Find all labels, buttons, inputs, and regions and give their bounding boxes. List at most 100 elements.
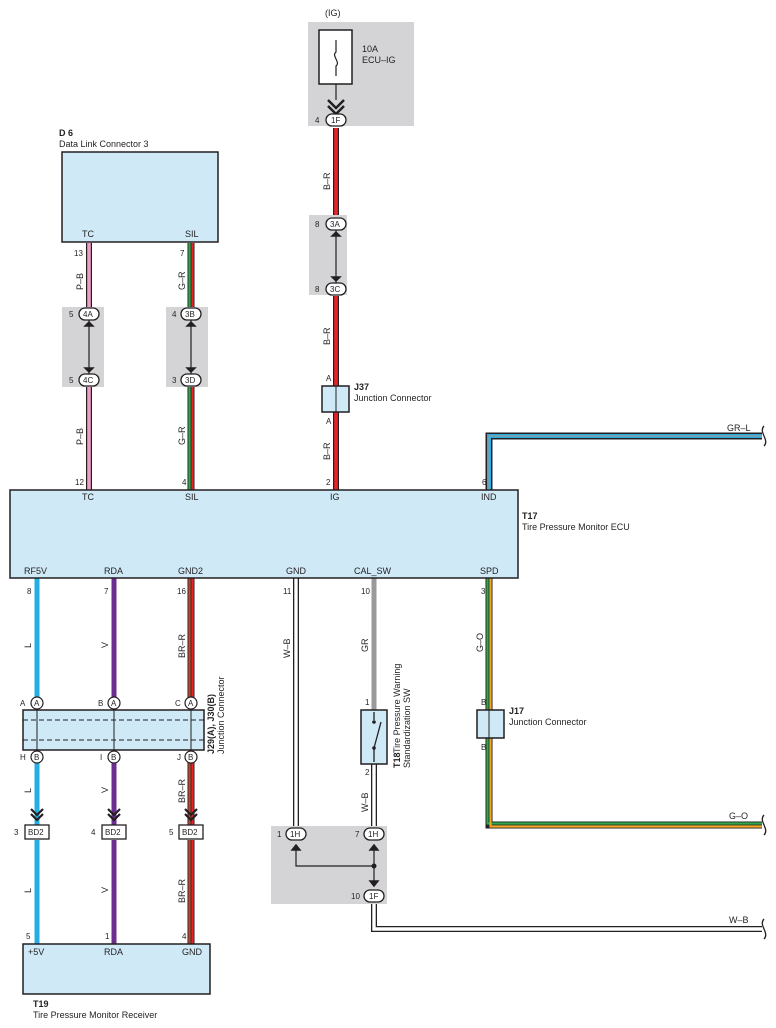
wire-label-v-3: V xyxy=(100,887,110,893)
t19-pin-num-1: 1 xyxy=(105,932,110,941)
j29-pin-circle-a1 xyxy=(30,696,44,710)
connector-bd2-b: BD2 4 xyxy=(91,808,127,840)
t17-pin-rf5v: RF5V xyxy=(24,566,47,576)
t17-pin-num-8: 8 xyxy=(27,587,32,596)
j37-name: Junction Connector xyxy=(354,393,432,403)
svg-text:1F: 1F xyxy=(331,116,340,125)
svg-text:3B: 3B xyxy=(185,310,195,319)
j17-component xyxy=(476,709,505,739)
t17-pin-gnd2: GND2 xyxy=(178,566,203,576)
wire-spd-g-o xyxy=(485,578,762,829)
wire-label-l-1: L xyxy=(23,643,33,648)
wire-label-br-r-2: BR–R xyxy=(177,778,187,803)
svg-text:5: 5 xyxy=(169,828,174,837)
fuse-icon xyxy=(333,40,339,76)
t18-pin-2: 2 xyxy=(365,768,370,777)
wire-label-l-2: L xyxy=(23,788,33,793)
wire-label-b-r-1: B–R xyxy=(322,172,332,190)
j17-name: Junction Connector xyxy=(509,717,587,727)
wire-label-b-r-2: B–R xyxy=(322,327,332,345)
j17-pin-top: B xyxy=(481,698,486,707)
svg-text:1: 1 xyxy=(277,830,282,839)
t17-pin-cal-sw: CAL_SW xyxy=(354,566,392,576)
j29-pin-a: A xyxy=(20,699,26,708)
j30-pin-circle-b2 xyxy=(107,750,121,764)
t17-pin-sil: SIL xyxy=(185,492,199,502)
j29-pin-circle-a3-label: A xyxy=(188,699,194,708)
t17-component xyxy=(9,489,519,579)
fuse-amp: 10A xyxy=(362,44,378,54)
t18-name-line2: Standardization SW xyxy=(402,688,412,768)
t17-pin-ig: IG xyxy=(330,492,340,502)
j30-pin-circle-b3-label: B xyxy=(188,753,193,762)
j17-pin-bottom: B xyxy=(481,743,486,752)
j37-pin-bottom: A xyxy=(326,417,332,426)
t17-pin-num-11: 11 xyxy=(283,587,292,596)
t17-pin-rda: RDA xyxy=(104,566,123,576)
j37-pin-top: A xyxy=(326,374,332,383)
svg-text:4: 4 xyxy=(91,828,96,837)
svg-text:3: 3 xyxy=(172,376,177,385)
wire-label-w-b-3: W–B xyxy=(729,915,749,925)
j30-pin-circle-b2-label: B xyxy=(111,753,116,762)
t17-pin-spd: SPD xyxy=(480,566,499,576)
svg-text:4: 4 xyxy=(315,116,320,125)
t17-pin-num-12: 12 xyxy=(75,478,84,487)
connector-4c: 4C 5 xyxy=(69,367,100,387)
t17-pin-ind: IND xyxy=(481,492,497,502)
t17-pin-num-3: 3 xyxy=(481,587,486,596)
d6-pin-tc: TC xyxy=(82,229,94,239)
t17-name: Tire Pressure Monitor ECU xyxy=(522,522,630,532)
break-symbol-gr-l xyxy=(761,425,767,447)
wire-label-l-3: L xyxy=(23,888,33,893)
break-symbol-g-o xyxy=(761,814,767,836)
d6-pin-sil: SIL xyxy=(185,229,199,239)
power-source-label: (IG) xyxy=(325,8,341,18)
svg-text:5: 5 xyxy=(69,376,74,385)
svg-text:4C: 4C xyxy=(83,376,93,385)
wire-gnd2-br-r xyxy=(187,578,195,944)
d6-pin-num-7: 7 xyxy=(180,249,185,258)
t19-pin-5v: +5V xyxy=(28,947,44,957)
t19-pin-num-4: 4 xyxy=(182,932,187,941)
connector-1f-top: 1F 4 xyxy=(315,99,347,127)
wire-ground-w-b xyxy=(371,904,762,932)
svg-text:5: 5 xyxy=(69,310,74,319)
t17-pin-num-4: 4 xyxy=(182,478,187,487)
svg-text:8: 8 xyxy=(315,285,320,294)
wire-label-p-b-2: P–B xyxy=(75,428,85,445)
svg-text:4: 4 xyxy=(172,310,177,319)
j30-pin-circle-b3 xyxy=(184,750,198,764)
t19-pin-num-5: 5 xyxy=(26,932,31,941)
connector-3d: 3D 3 xyxy=(172,367,202,387)
d6-name: Data Link Connector 3 xyxy=(59,139,149,149)
j29-j30-name: Junction Connector xyxy=(216,676,226,754)
t19-pin-rda: RDA xyxy=(104,947,123,957)
wire-label-g-r-1: G–R xyxy=(177,271,187,290)
t17-pin-num-2: 2 xyxy=(326,478,331,487)
t18-name-line1: Tire Pressure Warning xyxy=(392,664,402,753)
wire-label-gr: GR xyxy=(360,638,370,652)
t17-pin-num-16: 16 xyxy=(177,587,186,596)
connector-1f-bottom: 1F 10 xyxy=(351,880,385,903)
wire-label-g-o-1: G–O xyxy=(475,633,485,652)
t17-pin-num-7: 7 xyxy=(104,587,109,596)
connector-4a: 4A 5 xyxy=(69,307,100,327)
j30-pin-i: I xyxy=(100,753,102,762)
wire-label-gr-l: GR–L xyxy=(727,423,751,433)
svg-text:8: 8 xyxy=(315,220,320,229)
t17-pin-num-10: 10 xyxy=(361,587,370,596)
t18-code: T18 xyxy=(392,752,402,768)
svg-text:4A: 4A xyxy=(83,310,93,319)
j37-code: J37 xyxy=(354,382,369,392)
j29-pin-circle-a1-label: A xyxy=(34,699,40,708)
fuse-name: ECU–IG xyxy=(362,55,396,65)
svg-text:1H: 1H xyxy=(290,830,300,839)
connector-1h-a: 1H 1 xyxy=(277,827,307,851)
wire-label-p-b-1: P–B xyxy=(75,273,85,290)
svg-text:1F: 1F xyxy=(369,892,378,901)
break-symbol-w-b xyxy=(761,918,767,940)
svg-text:BD2: BD2 xyxy=(182,828,198,837)
t17-code: T17 xyxy=(522,511,538,521)
